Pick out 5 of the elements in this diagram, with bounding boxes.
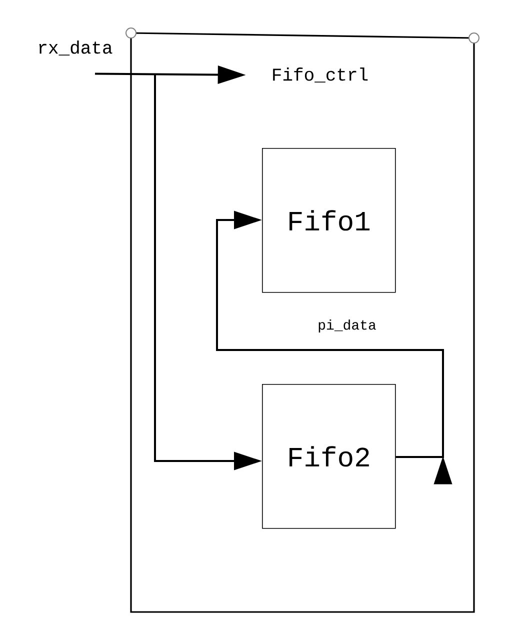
- block-box: Fifo1: [262, 148, 396, 293]
- block-title: Fifo_ctrl: [273, 68, 368, 82]
- block-box: Fifo2: [262, 384, 396, 529]
- signal-label: rx_data: [39, 40, 112, 56]
- edge-label: pi_data: [316, 318, 378, 334]
